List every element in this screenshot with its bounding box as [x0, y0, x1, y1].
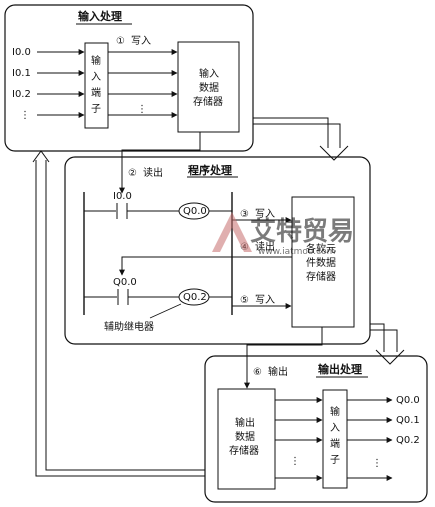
input-store-line-2: 数据	[199, 81, 219, 94]
element-store-line-2: 件数据	[306, 256, 336, 269]
step3-label: 写入	[255, 208, 275, 220]
input-store-line-3: 存储器	[193, 95, 223, 108]
output-data-store-block	[217, 388, 276, 490]
input-terminal-block	[84, 42, 109, 129]
element-store-line-1: 各软元	[306, 242, 336, 255]
output-label-q00: Q0.0	[396, 395, 420, 406]
program-section-frame	[64, 156, 371, 345]
input-terminal-char-2: 入	[91, 72, 101, 83]
step4-label: 读出	[255, 240, 275, 253]
output-step-number: ⑥	[253, 367, 262, 378]
flow-program-to-output	[370, 323, 385, 352]
input-write-step: ①	[116, 36, 125, 47]
element-data-store-block	[291, 196, 355, 328]
input-label-ellipsis: ⋮	[20, 110, 30, 121]
input-terminal-char-3: 端	[91, 86, 101, 99]
input-store-line-1: 输入	[199, 67, 219, 80]
output-store-line-2: 数据	[235, 430, 255, 443]
program-section-title: 程序处理	[188, 163, 232, 177]
contact-q00-label: Q0.0	[113, 277, 137, 288]
watermark-logo	[212, 212, 252, 252]
input-label-i01: I0.1	[12, 68, 31, 79]
output-terminal-char-2: 入	[330, 423, 340, 434]
output-label-q02: Q0.2	[396, 435, 420, 446]
output-label-q01: Q0.1	[396, 415, 420, 426]
auxiliary-relay-label: 辅助继电器	[104, 320, 154, 333]
read-step-number: ②	[128, 168, 137, 179]
element-store-line-3: 存储器	[306, 270, 336, 283]
output-section-title: 输出处理	[318, 362, 362, 376]
input-terminal-char-1: 输	[91, 54, 101, 67]
contact-i00-label: I0.0	[113, 191, 132, 202]
coil-q00-label: Q0.0	[183, 206, 207, 217]
input-section-frame	[4, 4, 254, 152]
read-step-label: 读出	[143, 166, 163, 179]
output-store-line-1: 输出	[235, 416, 255, 429]
input-write-label: 写入	[131, 35, 151, 47]
output-mid-ellipsis: ⋮	[290, 456, 300, 467]
output-terminal-char-4: 子	[330, 454, 340, 466]
input-label-i00: I0.0	[12, 47, 31, 58]
output-store-line-3: 存储器	[229, 444, 259, 457]
flow-input-to-program	[253, 117, 329, 148]
output-label-ellipsis: ⋮	[372, 458, 382, 469]
step5-number: ⑤	[240, 295, 249, 306]
input-label-i02: I0.2	[12, 89, 31, 100]
watermark-text: 艾特贸易	[250, 216, 354, 247]
input-data-store-block	[177, 41, 240, 133]
output-terminal-block	[322, 389, 348, 489]
watermark-url: www.iatmoo.com	[258, 247, 335, 257]
input-mid-ellipsis: ⋮	[137, 104, 147, 115]
coil-q02-label: Q0.2	[183, 292, 207, 303]
step5-label: 写入	[255, 294, 275, 306]
output-step-label: 输出	[268, 365, 288, 378]
output-terminal-char-3: 端	[330, 437, 340, 450]
flow-output-to-input	[35, 160, 205, 477]
input-terminal-char-4: 子	[91, 103, 101, 115]
output-terminal-char-1: 输	[330, 405, 340, 418]
output-section-frame	[204, 355, 428, 503]
step3-number: ③	[240, 209, 249, 220]
input-section-title: 输入处理	[78, 9, 122, 23]
